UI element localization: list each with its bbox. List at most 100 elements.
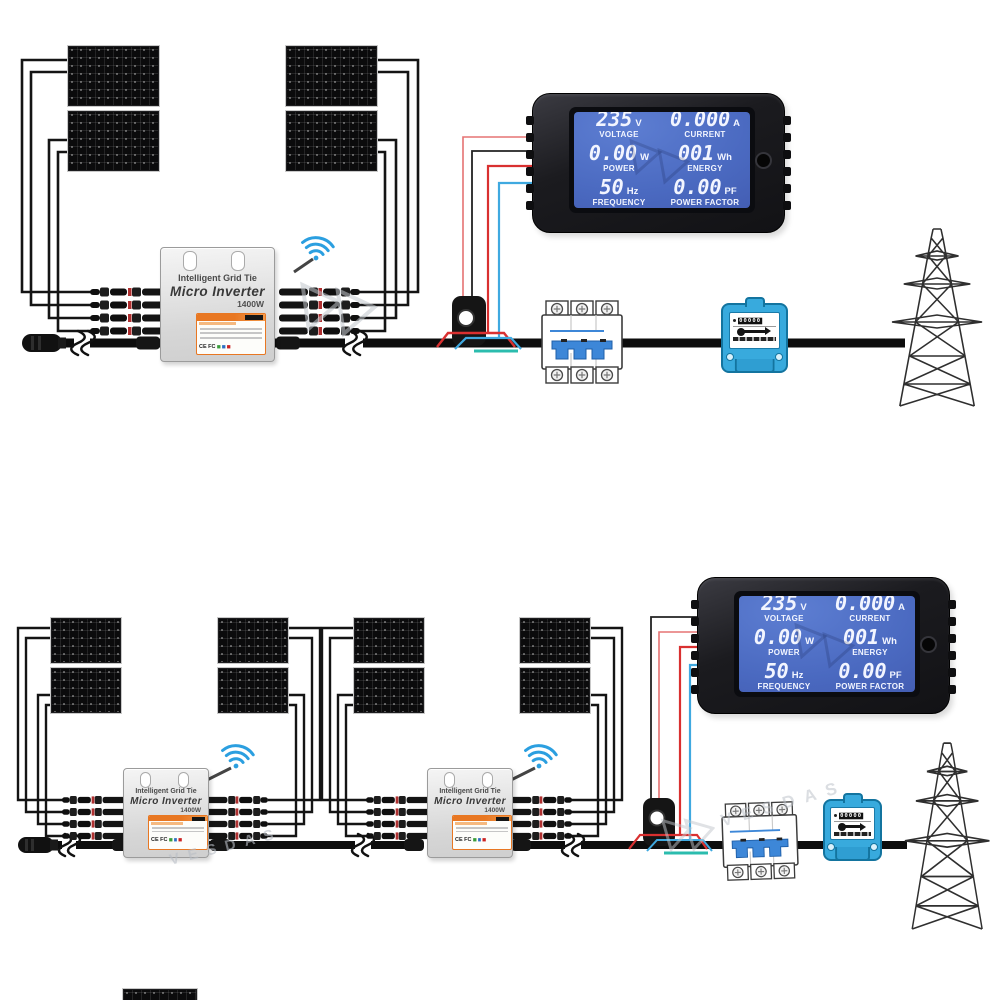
- meter-top-tab: [744, 297, 765, 307]
- meter-rib: [948, 600, 956, 609]
- voltage-label: VOLTAGE: [599, 130, 639, 140]
- terminal-cover: [734, 359, 775, 373]
- meter-rib: [691, 685, 699, 694]
- spec-label: CE FC: [452, 815, 512, 850]
- trunk-connectors: [112, 336, 531, 851]
- meter-rib: [526, 116, 534, 125]
- panel-stack-bottom-4: [519, 617, 591, 714]
- label-text-row: [200, 336, 262, 339]
- meter-rib: [948, 617, 956, 626]
- solar-panel: [50, 617, 122, 664]
- meter-rib: [783, 133, 791, 142]
- wifi-icon: [298, 234, 336, 265]
- label-text-row: [456, 827, 508, 829]
- panel-stack-bottom-3: [353, 617, 425, 714]
- breaker-toggle: [551, 340, 613, 360]
- screw-icon: [775, 353, 783, 361]
- screw-icon: [870, 843, 878, 851]
- inverter-power-rating: 1400W: [237, 299, 264, 310]
- inverter-product-name: Micro Inverter: [170, 283, 265, 299]
- power-button-icon: [920, 636, 937, 653]
- indicator-dot: [732, 319, 736, 323]
- power-label: POWER: [768, 648, 800, 658]
- micro-inverter-1: Intelligent Grid Tie Micro Inverter 1400…: [160, 247, 275, 362]
- inverter-power-rating: 1400W: [180, 807, 201, 815]
- mounting-slot: [444, 772, 455, 788]
- meter-face: 00000: [829, 807, 876, 840]
- cert-chip-red: [482, 837, 486, 842]
- mounting-slot: [178, 772, 189, 788]
- label-text-row: [152, 827, 204, 829]
- nameplate-strip: [732, 336, 777, 341]
- label-subheader: [151, 822, 183, 825]
- solar-panel: [519, 617, 591, 664]
- panel-stack-top-right: [285, 45, 378, 172]
- meter-rib: [691, 668, 699, 677]
- meter-rib: [691, 600, 699, 609]
- breaker-toggle: [731, 838, 789, 859]
- inverter-brand-line: Intelligent Grid Tie: [178, 273, 257, 283]
- micro-inverter-2: Intelligent Grid Tie Micro Inverter 1400…: [123, 768, 209, 858]
- label-text-row: [200, 327, 262, 330]
- cert-marks-text: CE FC: [455, 836, 472, 843]
- solar-panel: [50, 667, 122, 714]
- meter-rib: [526, 167, 534, 176]
- meter-rib: [691, 617, 699, 626]
- solar-panel: [67, 110, 160, 172]
- solar-panel-partial: [122, 988, 198, 1000]
- solar-panel: [285, 110, 378, 172]
- solar-panel: [519, 667, 591, 714]
- mounting-slot: [140, 772, 151, 788]
- cert-marks: CE FC: [199, 343, 235, 350]
- indicator-dot: [833, 814, 837, 818]
- mounting-slot: [482, 772, 493, 788]
- cert-marks-text: CE FC: [151, 836, 168, 843]
- inverter-brand-line: Intelligent Grid Tie: [135, 788, 197, 795]
- solar-panel: [353, 617, 425, 664]
- nameplate-strip: [833, 831, 872, 836]
- power-label: POWER: [603, 164, 635, 174]
- wifi-icon: [521, 742, 559, 773]
- spec-label: CE FC: [196, 313, 266, 355]
- meter-rib: [526, 184, 534, 193]
- power-button-icon: [755, 152, 772, 169]
- ac-end-cap-top: [22, 334, 66, 352]
- meter-rib: [691, 634, 699, 643]
- triangle-logo-icon: [629, 138, 691, 185]
- cert-marks: CE FC: [455, 836, 486, 843]
- micro-inverter-3: Intelligent Grid Tie Micro Inverter 1400…: [427, 768, 513, 858]
- circuit-breaker-bottom: [720, 800, 801, 883]
- inverter-power-rating: 1400W: [484, 807, 505, 815]
- label-text-row: [200, 332, 262, 334]
- wifi-antenna: [206, 257, 536, 782]
- screw-icon: [827, 843, 835, 851]
- triangle-logo-icon: [794, 622, 856, 669]
- label-header: [197, 314, 265, 321]
- face-divider: [732, 326, 777, 328]
- panel-stack-top-left: [67, 45, 160, 172]
- meter-rib: [783, 201, 791, 210]
- frequency-label: FREQUENCY: [757, 681, 811, 691]
- meter-rib: [526, 150, 534, 159]
- cert-chip-blue: [222, 344, 226, 349]
- terminal-cover: [834, 847, 871, 861]
- meter-rib: [948, 651, 956, 660]
- screw-icon: [726, 353, 734, 361]
- label-subheader: [455, 822, 487, 825]
- energy-label: ENERGY: [852, 648, 888, 658]
- mounting-slot: [231, 251, 245, 271]
- energy-label: ENERGY: [687, 164, 723, 174]
